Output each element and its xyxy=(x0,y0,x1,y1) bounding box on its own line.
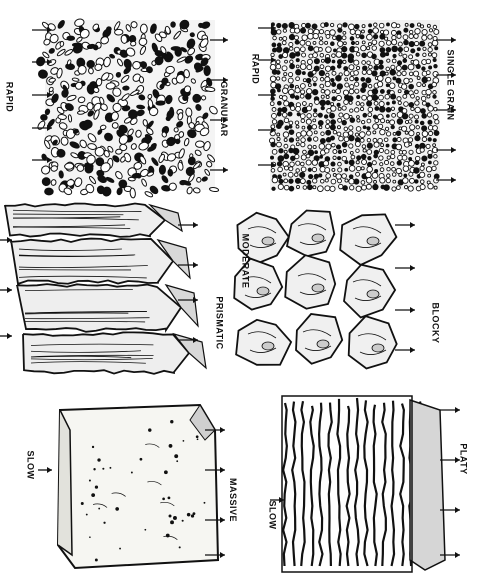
platy-panel xyxy=(270,396,460,572)
prismatic-panel xyxy=(0,204,206,374)
massive-panel xyxy=(38,405,225,568)
blocky-arrows xyxy=(395,222,415,353)
platy-layers xyxy=(282,396,445,572)
prismatic-columns xyxy=(5,204,206,374)
prismatic-rate-label: MODERATE xyxy=(240,234,250,289)
granular-panel xyxy=(32,18,228,198)
blocky-panel xyxy=(234,211,415,369)
platy-rate-label: SLOW xyxy=(268,501,278,530)
platy-structure-label: PLATY xyxy=(459,443,469,474)
single-grain-structure-label: SINGLE GRAIN xyxy=(446,49,456,120)
granular-rate-label: RAPID xyxy=(4,82,14,113)
granular-structure-label: GRANULAR xyxy=(219,81,229,137)
massive-rate-label: SLOW xyxy=(26,451,36,480)
massive-structure-label: MASSIVE xyxy=(228,478,238,522)
prismatic-structure-label: PRISMATIC xyxy=(215,296,225,349)
single-grain-rate-label: RAPID xyxy=(250,54,260,85)
blocky-structure-label: BLOCKY xyxy=(431,303,441,344)
blocky-aggregates xyxy=(234,211,397,369)
single-grain-panel xyxy=(258,20,456,192)
